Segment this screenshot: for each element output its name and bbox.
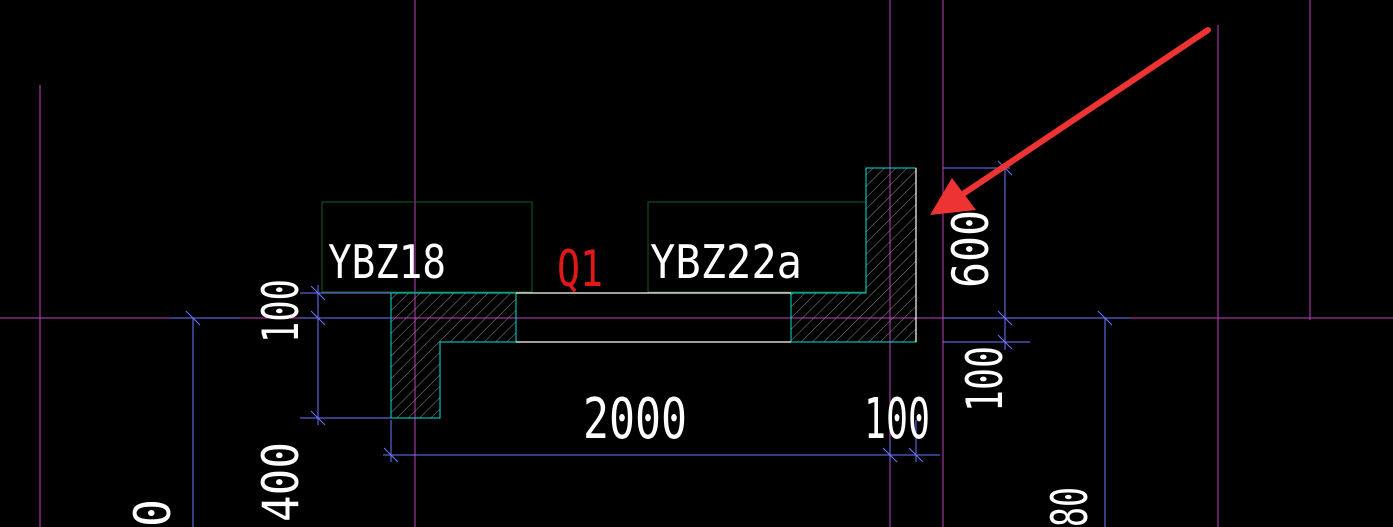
tag-box-left	[321, 201, 533, 293]
dim-text-height-left: 400	[252, 442, 310, 522]
dim-tick	[997, 334, 1013, 350]
dim-tick	[882, 447, 898, 463]
arrow-shaft	[957, 27, 1211, 199]
dim-text-offset-left: 100	[252, 279, 310, 343]
dim-text-edge-left: 0	[124, 499, 182, 527]
dim-tick	[997, 310, 1013, 326]
column-label-ybz22a: YBZ22a	[650, 235, 802, 289]
dim-tick	[310, 410, 326, 426]
dim-text-span: 2000	[583, 387, 687, 452]
dim-text-gap-right: 100	[864, 387, 930, 452]
dim-tick	[185, 310, 201, 326]
dim-text-edge-right: 80	[1041, 487, 1099, 527]
wall-label-q1: Q1	[557, 240, 603, 298]
dim-tick	[1097, 310, 1113, 326]
dim-tick	[310, 310, 326, 326]
dim-text-height-right: 600	[942, 210, 1000, 288]
red-arrow-icon	[930, 27, 1211, 215]
arrow-head	[930, 178, 976, 215]
wall-q1	[516, 168, 917, 343]
dim-text-offset-right: 100	[956, 346, 1014, 412]
dim-tick	[310, 285, 326, 301]
column-label-ybz18: YBZ18	[328, 235, 446, 289]
dim-tick	[908, 447, 924, 463]
dim-tick	[383, 447, 399, 463]
